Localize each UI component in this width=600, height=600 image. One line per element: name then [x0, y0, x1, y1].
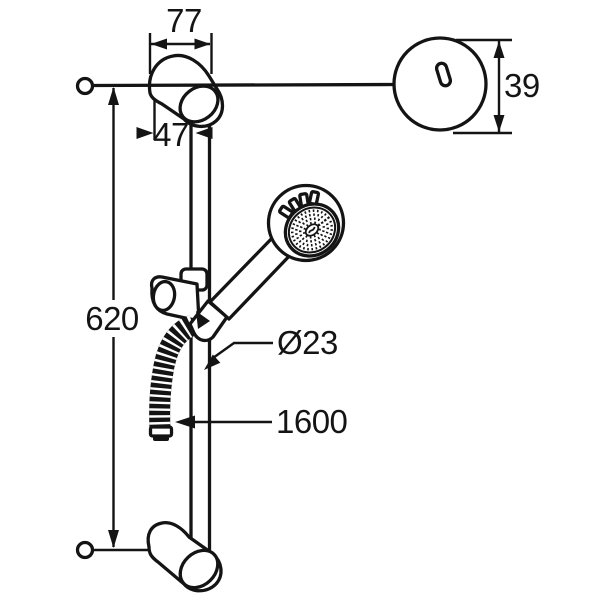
hand-shower	[208, 183, 346, 321]
dim-label-bracket-width: 77	[166, 2, 202, 39]
holder-knob-cap	[151, 279, 177, 313]
dim-label-bracket-offset: 47	[153, 116, 189, 153]
dim-arrow-left-pointing	[195, 127, 213, 139]
dim-arrow-right	[194, 38, 211, 50]
hose-end-fitting	[148, 425, 174, 438]
dim-arrow-right-pointing	[136, 127, 154, 139]
nozzle-ring	[295, 213, 329, 247]
dim-label-bar-length: 620	[85, 300, 139, 337]
center-reference-line	[91, 82, 396, 88]
dimension-escutcheon-height: 39	[453, 38, 540, 135]
dimension-bracket-width: 77	[148, 2, 213, 74]
dim-arrow-down	[493, 115, 505, 132]
dimension-bar-length: 620	[85, 87, 139, 548]
handshower-spray-face	[283, 202, 341, 258]
dimension-bracket-offset: 47	[136, 98, 213, 153]
dim-arrow-down	[108, 530, 119, 548]
dim-arrow-up	[108, 87, 119, 105]
connector-shadow-wedge	[196, 311, 210, 329]
bracket-bottom-cap	[178, 548, 220, 590]
dim-arrow-up	[493, 41, 505, 58]
nozzle-ring	[291, 209, 333, 251]
leader-arrow	[204, 354, 221, 370]
hose-end-tip	[153, 436, 169, 441]
wall-bracket-top	[91, 53, 396, 129]
dim-arrow-left	[151, 38, 167, 50]
wall-bracket-bottom	[93, 521, 223, 593]
dim-label-escutcheon-height: 39	[504, 67, 540, 104]
escutcheon-slot	[434, 61, 453, 88]
nozzle-ring	[302, 221, 322, 239]
escutcheon-detail	[392, 36, 488, 132]
screw-hole-bottom-icon	[75, 540, 95, 560]
leader-hose-length: 1600	[175, 403, 348, 440]
nozzle-ring	[299, 217, 325, 243]
hose-ribs	[149, 315, 198, 430]
leader-bar-diameter: Ø23	[204, 324, 338, 370]
bracket-top-cap	[178, 84, 220, 124]
label-hose-length: 1600	[276, 403, 348, 440]
label-bar-diameter: Ø23	[277, 324, 338, 361]
emblem-squiggle	[308, 226, 316, 234]
leader-line	[212, 341, 273, 359]
leader-arrow	[175, 415, 195, 429]
screw-hole-top-icon	[75, 76, 95, 96]
